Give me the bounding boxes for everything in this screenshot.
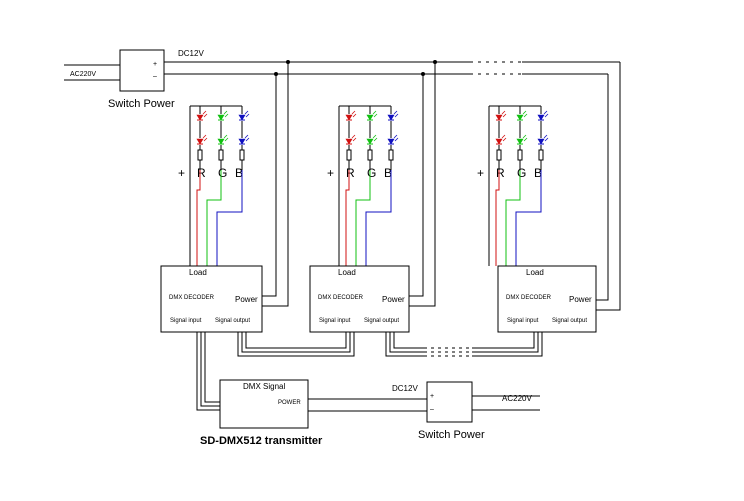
- led-icon: [516, 134, 528, 145]
- decoder-signal-input-label: Signal input: [319, 318, 351, 324]
- top-dc-label: DC12V: [178, 49, 204, 58]
- bottom-minus-symbol: –: [430, 406, 434, 413]
- top-switch-power-box: [119, 49, 165, 92]
- decoder-load-label: Load: [338, 268, 356, 277]
- channel-g-label: G: [218, 166, 227, 180]
- led-icon: [516, 110, 528, 121]
- channel-r-label: R: [197, 166, 206, 180]
- led-icon: [345, 110, 357, 121]
- decoder-power-label: Power: [235, 295, 258, 304]
- resistor-icon: [538, 149, 544, 161]
- led-icon: [366, 134, 378, 145]
- resistor-icon: [239, 149, 245, 161]
- decoder-signal-input-label: Signal input: [170, 318, 202, 324]
- resistor-icon: [388, 149, 394, 161]
- resistor-icon: [346, 149, 352, 161]
- led-icon: [238, 110, 250, 121]
- led-icon: [217, 134, 229, 145]
- led-icon: [366, 110, 378, 121]
- resistor-icon: [517, 149, 523, 161]
- decoder-title: DMX DECODER: [506, 295, 552, 301]
- decoder-power-label: Power: [382, 295, 405, 304]
- decoder-power-label: Power: [569, 295, 592, 304]
- decoder-signal-output-label: Signal output: [215, 318, 250, 324]
- led-icon: [537, 134, 549, 145]
- bottom-ac-label: AC220V: [502, 394, 532, 403]
- led-icon: [345, 134, 357, 145]
- led-icon: [387, 134, 399, 145]
- led-icon: [196, 134, 208, 145]
- led-icon: [238, 134, 250, 145]
- led-icon: [537, 110, 549, 121]
- led-icon: [196, 110, 208, 121]
- top-ac-label: AC220V: [70, 71, 96, 78]
- channel-b-label: B: [235, 166, 243, 180]
- decoder-signal-input-label: Signal input: [507, 318, 539, 324]
- resistor-icon: [218, 149, 224, 161]
- resistor-icon: [496, 149, 502, 161]
- channel-plus-label: +: [477, 166, 484, 180]
- channel-g-label: G: [367, 166, 376, 180]
- transmitter-box: [219, 379, 309, 429]
- signal-links: [237, 332, 543, 357]
- top-plus-symbol: +: [153, 61, 157, 68]
- channel-r-label: R: [346, 166, 355, 180]
- transmitter-power-label: POWER: [278, 400, 301, 406]
- decoder-title: DMX DECODER: [318, 295, 364, 301]
- transmitter-heading: DMX Signal: [243, 382, 285, 391]
- decoder-load-label: Load: [526, 268, 544, 277]
- led-icon: [217, 110, 229, 121]
- decoder-load-label: Load: [189, 268, 207, 277]
- top-switch-power: AC220V + – Switch Power DC12V: [64, 49, 204, 110]
- bottom-switch-power-box: [426, 381, 473, 423]
- dmx-transmitter: DMX Signal POWER SD-DMX512 transmitter: [196, 332, 427, 447]
- dc-bus: [164, 60, 621, 311]
- bottom-switch-power-name: Switch Power: [418, 429, 485, 441]
- bottom-plus-symbol: +: [430, 393, 434, 400]
- resistor-icon: [197, 149, 203, 161]
- decoder-box: [497, 265, 597, 333]
- decoder-signal-output-label: Signal output: [552, 318, 587, 324]
- decoder-signal-output-label: Signal output: [364, 318, 399, 324]
- channel-b-label: B: [534, 166, 542, 180]
- decoder-box: [309, 265, 410, 333]
- led-icon: [387, 110, 399, 121]
- channel-b-label: B: [384, 166, 392, 180]
- decoder-title: DMX DECODER: [169, 295, 215, 301]
- resistor-icon: [367, 149, 373, 161]
- bottom-switch-power: + – DC12V AC220V Switch Power: [392, 381, 540, 441]
- channel-r-label: R: [496, 166, 505, 180]
- channel-plus-label: +: [178, 166, 185, 180]
- top-minus-symbol: –: [153, 73, 157, 80]
- led-icon: [495, 134, 507, 145]
- led-icon: [495, 110, 507, 121]
- channel-g-label: G: [517, 166, 526, 180]
- bottom-dc-label: DC12V: [392, 384, 418, 393]
- top-switch-power-name: Switch Power: [108, 98, 175, 110]
- decoder-box: [160, 265, 263, 333]
- transmitter-name: SD-DMX512 transmitter: [200, 435, 323, 447]
- channel-plus-label: +: [327, 166, 334, 180]
